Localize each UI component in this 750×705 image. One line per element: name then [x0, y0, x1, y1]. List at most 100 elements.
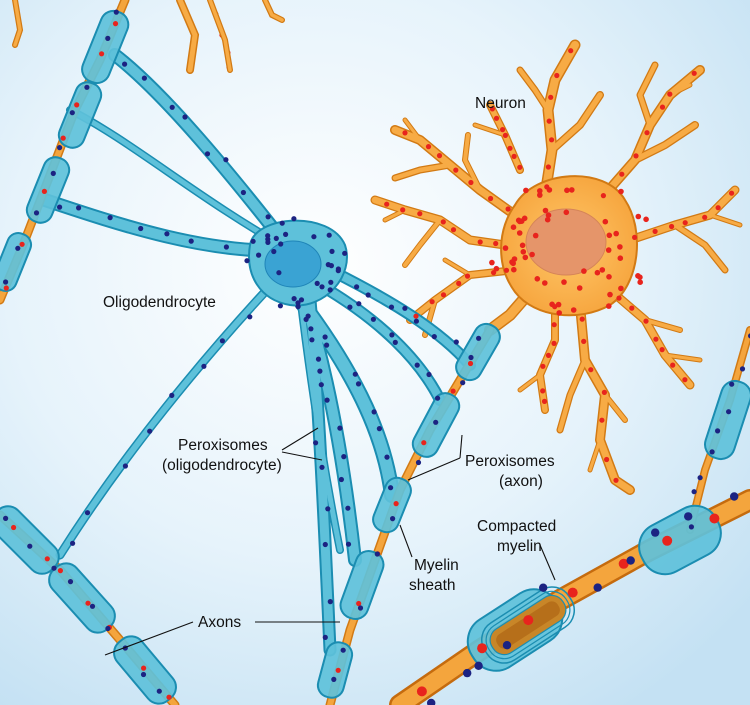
- peroxisome-oligodendrocyte: [402, 305, 408, 311]
- peroxisome-oligodendrocyte: [347, 304, 353, 310]
- peroxisome-oligodendrocyte: [340, 647, 346, 653]
- peroxisome-axon: [468, 179, 474, 186]
- leader-lines: [104, 427, 556, 656]
- peroxisome-neuron: [542, 207, 549, 214]
- peroxisome-neuron: [489, 259, 495, 266]
- peroxisome-axon: [402, 130, 408, 136]
- peroxisome-oligodendrocyte: [188, 238, 194, 244]
- peroxisome-oligodendrocyte: [256, 252, 262, 258]
- peroxisome-neuron: [570, 307, 577, 313]
- peroxisome-oligodendrocyte: [337, 425, 343, 431]
- peroxisome-oligodendrocyte: [105, 35, 111, 42]
- peroxisome-oligodendrocyte: [113, 9, 119, 15]
- peroxisome-oligodendrocyte: [376, 426, 382, 432]
- peroxisome-neuron: [502, 245, 509, 251]
- peroxisome-oligodendrocyte: [354, 284, 360, 290]
- peroxisome-oligodendrocyte: [730, 492, 739, 501]
- peroxisome-oligodendrocyte: [539, 583, 548, 592]
- peroxisome-oligodendrocyte: [303, 316, 309, 322]
- peroxisome-oligodendrocyte: [476, 335, 482, 341]
- peroxisome-neuron: [516, 230, 523, 236]
- peroxisome-neuron: [606, 274, 612, 280]
- peroxisome-oligodendrocyte: [33, 210, 40, 216]
- peroxisome-oligodendrocyte: [388, 485, 394, 491]
- peroxisome-neuron: [510, 260, 516, 267]
- peroxisome-oligodendrocyte: [279, 220, 285, 226]
- peroxisome-oligodendrocyte: [392, 339, 398, 345]
- peroxisome-neuron: [606, 232, 613, 239]
- peroxisome-axon: [551, 322, 557, 328]
- peroxisome-oligodendrocyte: [460, 380, 466, 386]
- peroxisome-oligodendrocyte: [283, 231, 289, 237]
- peroxisome-oligodendrocyte: [325, 262, 331, 268]
- peroxisome-axon: [393, 501, 399, 507]
- peroxisome-oligodendrocyte: [308, 326, 314, 332]
- peroxisome-oligodendrocyte: [204, 151, 211, 157]
- peroxisome-axon: [503, 267, 510, 273]
- peroxisome-axon: [600, 193, 607, 199]
- peroxisome-oligodendrocyte: [295, 304, 301, 310]
- peroxisome-oligodendrocyte: [15, 245, 21, 251]
- peroxisome-oligodendrocyte: [331, 676, 337, 683]
- peroxisome-oligodendrocyte: [164, 231, 170, 237]
- peroxisome-axon: [618, 558, 629, 569]
- peroxisome-oligodendrocyte: [271, 248, 277, 255]
- peroxisome-axon: [488, 195, 494, 202]
- peroxisome-axon: [588, 367, 594, 373]
- peroxisome-neuron: [529, 251, 535, 258]
- peroxisome-axon: [477, 643, 488, 654]
- peroxisome-oligodendrocyte: [319, 464, 325, 470]
- peroxisome-neuron: [606, 303, 612, 309]
- peroxisome-oligodendrocyte: [352, 371, 358, 377]
- peroxisome-axon: [669, 223, 675, 230]
- oligodendrocyte-processes: [38, 48, 476, 657]
- peroxisome-neuron: [545, 212, 552, 218]
- peroxisome-oligodendrocyte: [107, 215, 113, 221]
- peroxisome-oligodendrocyte: [324, 342, 330, 348]
- peroxisome-neuron: [510, 224, 517, 230]
- peroxisome-oligodendrocyte: [244, 258, 250, 264]
- peroxisome-axon: [450, 227, 457, 233]
- peroxisome-oligodendrocyte: [265, 214, 271, 220]
- peroxisome-axon: [549, 137, 555, 143]
- peroxisome-oligodendrocyte: [463, 668, 472, 678]
- peroxisome-oligodendrocyte: [240, 189, 246, 196]
- peroxisome-oligodendrocyte: [141, 75, 147, 81]
- peroxisome-oligodendrocyte: [593, 583, 602, 592]
- peroxisome-neuron: [493, 265, 500, 272]
- peroxisome-axon: [540, 388, 546, 394]
- peroxisome-oligodendrocyte: [327, 599, 333, 605]
- peroxisome-axon: [632, 234, 638, 240]
- peroxisome-axon: [643, 318, 649, 324]
- peroxisome-oligodendrocyte: [453, 339, 459, 345]
- peroxisome-axon: [601, 389, 608, 395]
- peroxisome-neuron: [581, 268, 587, 274]
- peroxisome-axon: [57, 568, 64, 574]
- peroxisome-neuron: [511, 256, 518, 262]
- peroxisome-oligodendrocyte: [291, 296, 297, 302]
- peroxisome-oligodendrocyte: [365, 292, 371, 298]
- peroxisome-neuron: [594, 269, 601, 276]
- peroxisome-neuron: [563, 209, 570, 216]
- peroxisome-oligodendrocyte: [247, 314, 253, 320]
- peroxisome-oligodendrocyte: [298, 297, 305, 303]
- peroxisome-axon: [491, 270, 497, 276]
- peroxisome-oligodendrocyte: [147, 428, 153, 434]
- peroxisome-neuron: [605, 247, 612, 253]
- peroxisome-axon: [568, 48, 574, 54]
- peroxisome-oligodendrocyte: [223, 157, 229, 163]
- peroxisome-axon: [3, 285, 9, 291]
- peroxisome-neuron: [556, 310, 562, 316]
- peroxisome-axon: [702, 214, 708, 220]
- peroxisome-oligodendrocyte: [51, 565, 57, 571]
- peroxisome-axon: [440, 219, 446, 225]
- peroxisome-axon: [659, 104, 666, 110]
- peroxisome-oligodendrocyte: [277, 303, 283, 309]
- peroxisome-oligodendrocyte: [156, 688, 162, 694]
- peroxisome-axon: [548, 94, 554, 100]
- peroxisome-axon: [112, 21, 119, 27]
- peroxisome-neuron: [564, 187, 570, 194]
- peroxisome-oligodendrocyte: [691, 489, 697, 495]
- peroxisome-oligodendrocyte: [342, 250, 348, 256]
